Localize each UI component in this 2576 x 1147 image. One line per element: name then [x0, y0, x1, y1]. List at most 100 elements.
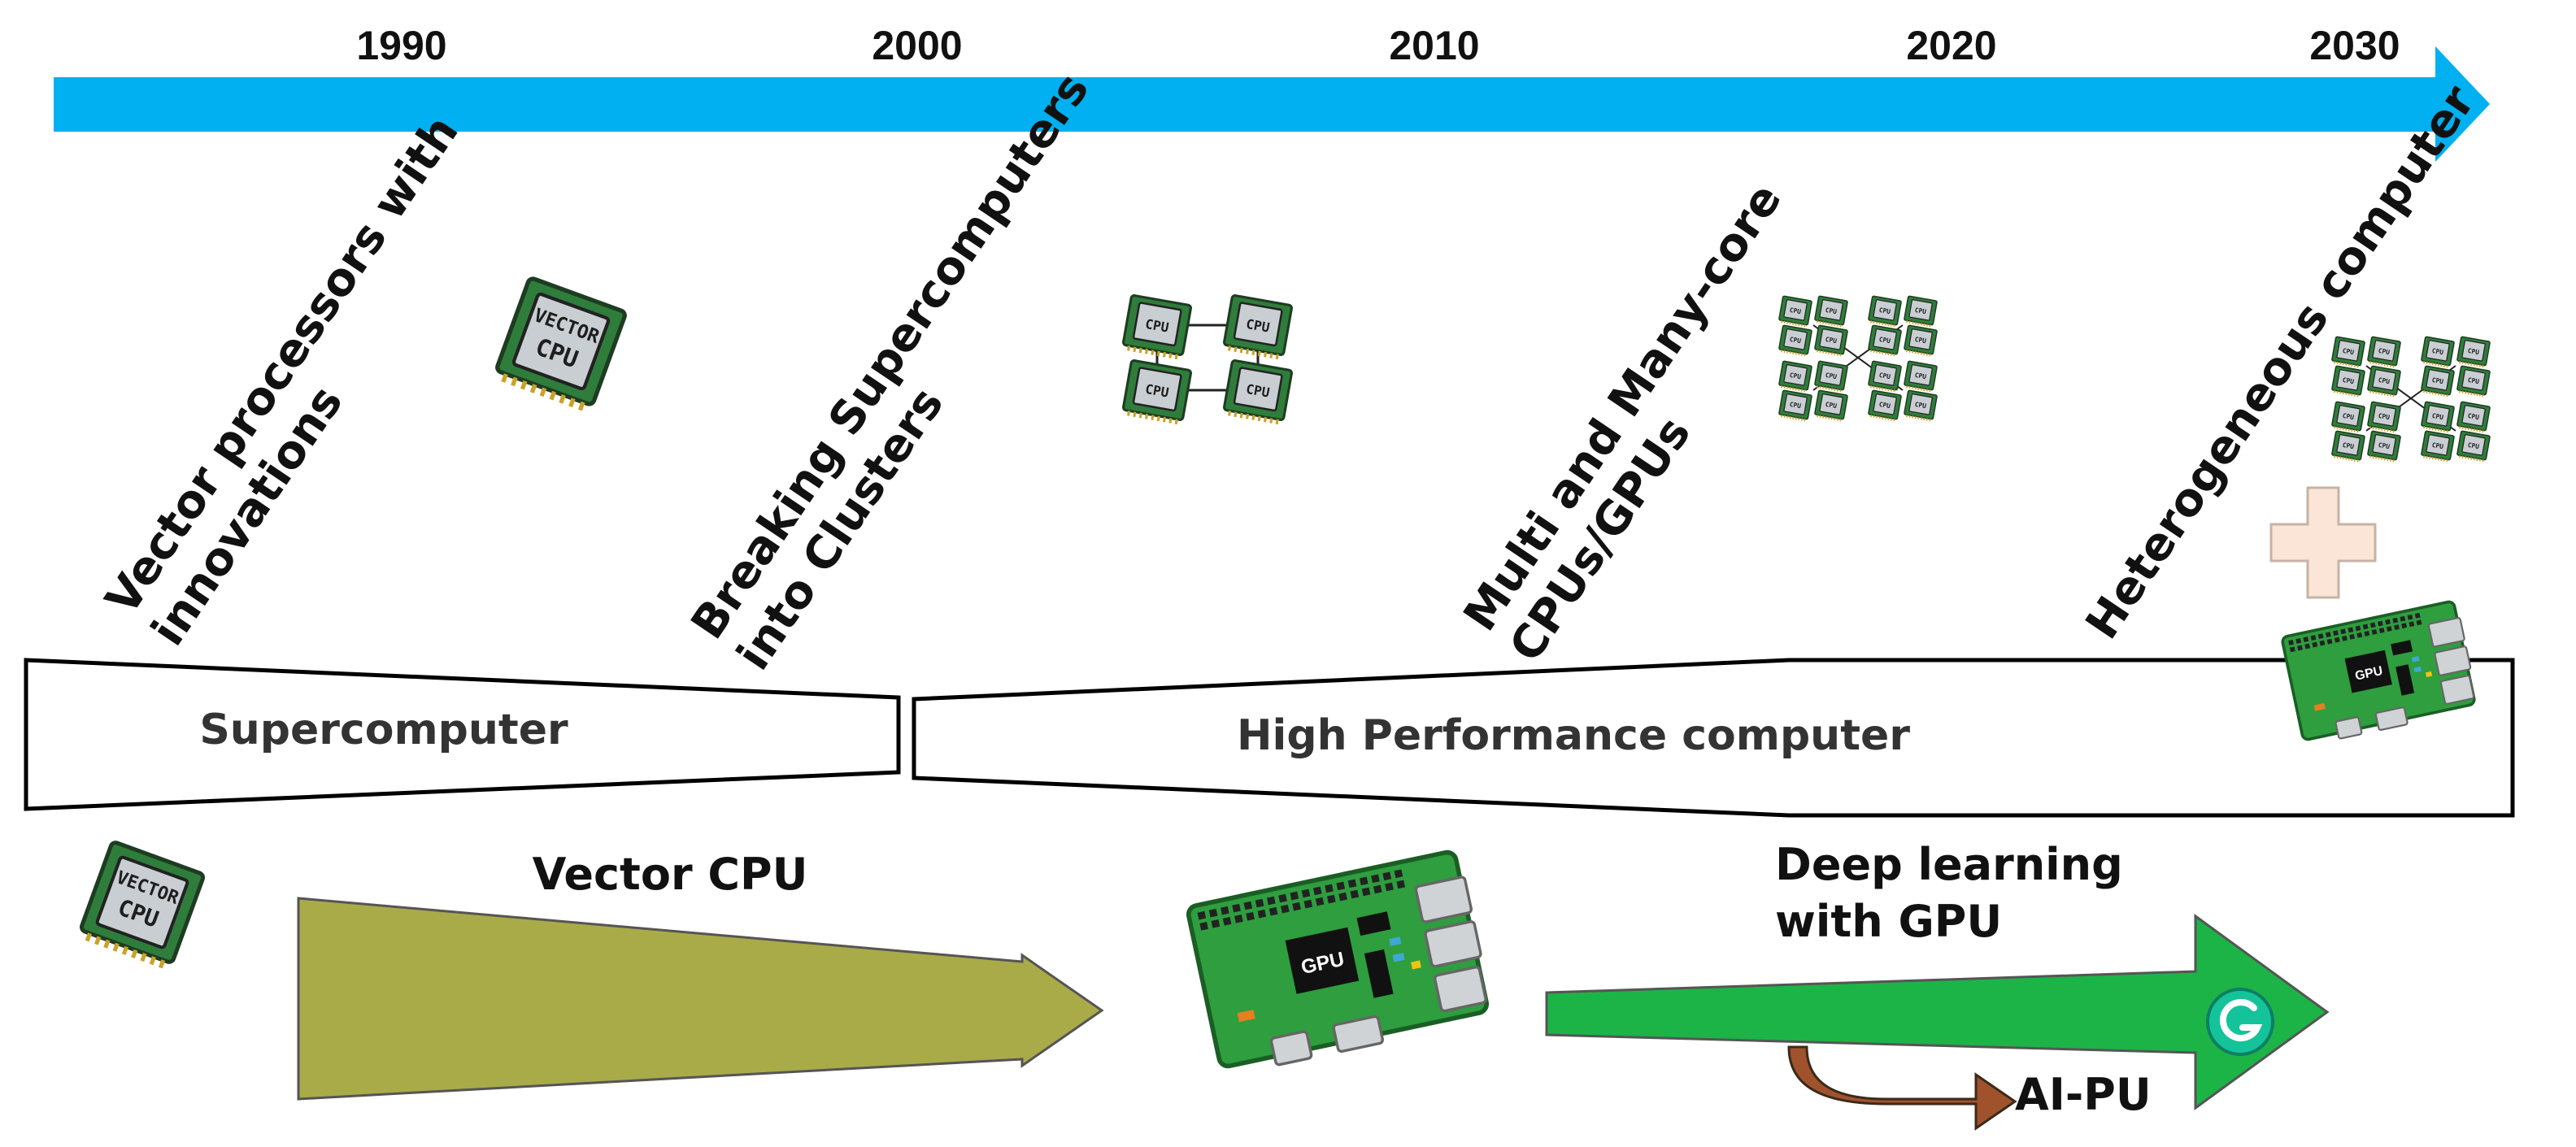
- cpu-chip-icon: CPU: [2421, 430, 2455, 463]
- cpu-chip-icon: CPU: [1904, 324, 1938, 357]
- cpu-chip-icon: CPU: [1904, 295, 1938, 328]
- chip-label: CPU: [1914, 401, 1927, 410]
- chip-label: CPU: [2467, 441, 2480, 450]
- plus-icon: [2269, 486, 2377, 599]
- chip-label: CPU: [2378, 412, 2391, 421]
- cpu-chip-icon: CPU: [1814, 360, 1848, 393]
- cpu-chip-icon: CPU: [1122, 294, 1192, 360]
- cpu-chip-icon: CPU: [2456, 430, 2491, 463]
- vector-cpu-label: Vector CPU: [533, 849, 808, 900]
- chip-label: CPU: [2342, 347, 2355, 356]
- chip-label: CPU: [1789, 306, 1802, 315]
- cpu-chip-icon: CPU: [1778, 360, 1812, 393]
- chip-label: CPU: [1914, 306, 1927, 315]
- chip-label: CPU: [1878, 401, 1891, 410]
- cpu-chip-icon: CPU: [1778, 295, 1812, 328]
- chip-label: CPU: [1144, 381, 1170, 401]
- chip-label: CPU: [2431, 412, 2444, 421]
- supercomputer-label: Supercomputer: [199, 706, 568, 754]
- milestone-label: Vector processors with innovations: [96, 93, 524, 655]
- chip-label: CPU: [1789, 371, 1802, 380]
- cpu-chip-icon: CPU: [1778, 389, 1812, 422]
- chip-label: CPU: [2467, 412, 2480, 421]
- vector-cpu-arrow: [297, 897, 1104, 1101]
- cpu-chip-icon: CPU: [1868, 324, 1902, 357]
- cpu-chip-icon: CPU: [2331, 430, 2365, 463]
- year-label: 2020: [1906, 23, 1996, 68]
- supercomputer-era-shape: [24, 658, 901, 811]
- cpu-chip-icon: CPU: [2456, 336, 2491, 368]
- chip-label: CPU: [2467, 347, 2480, 356]
- deep-learning-label: Deep learning with GPU: [1775, 839, 2139, 947]
- chip-label: CPU: [2342, 376, 2355, 385]
- chip-label: CPU: [2342, 412, 2355, 421]
- cpu-chip-icon: CPU: [2421, 336, 2455, 368]
- cpu-chip-icon: CPU: [2367, 365, 2401, 398]
- cpu-chip-icon: CPU: [1868, 295, 1902, 328]
- chip-label: CPU: [1144, 316, 1170, 336]
- cpu-chip-icon: CPU: [1904, 389, 1938, 422]
- cpu-chip-icon: CPU: [1778, 324, 1812, 357]
- chip-label: CPU: [2378, 441, 2391, 450]
- gpu-label: GPU: [2354, 664, 2384, 684]
- year-label: 1990: [356, 23, 446, 68]
- cpu-chip-icon: CPU: [1223, 294, 1293, 360]
- chip-label: CPU: [1825, 336, 1838, 345]
- ai-pu-arrow: [1787, 1045, 2017, 1131]
- cpu-chip-icon: CPU: [1868, 389, 1902, 422]
- cpu-chip-icon: CPU: [2367, 430, 2401, 463]
- chip-label: CPU: [1825, 371, 1838, 380]
- cpu-chip-icon: CPU: [2331, 336, 2365, 368]
- cpu-chip-icon: CPU: [2367, 336, 2401, 368]
- cpu-chip-icon: CPU: [1814, 295, 1848, 328]
- chip-label: CPU: [1878, 336, 1891, 345]
- cpu-chip-icon: CPU: [1223, 359, 1293, 425]
- cpu-chip-icon: CPU: [2421, 365, 2455, 398]
- chip-label: CPU: [2378, 376, 2391, 385]
- chip-label: CPU: [2378, 347, 2391, 356]
- chip-label: CPU: [1914, 336, 1927, 345]
- hpc-label: High Performance computer: [1237, 711, 1910, 760]
- ai-pu-label: AI-PU: [2015, 1069, 2152, 1120]
- chip-label: CPU: [2342, 441, 2355, 450]
- year-label: 2000: [872, 23, 962, 68]
- cpu-chip-icon: CPU: [2331, 365, 2365, 398]
- hpc-era-shape: [912, 658, 2515, 818]
- year-label: 2010: [1389, 23, 1479, 68]
- chip-label: CPU: [1825, 401, 1838, 410]
- deep-learning-arrow: [1545, 914, 2330, 1110]
- gpu-board-icon: GPU: [2281, 600, 2476, 741]
- chip-label: CPU: [1789, 336, 1802, 345]
- gpu-board-icon: GPU: [1186, 849, 1490, 1069]
- chip-label: CPU: [1245, 316, 1271, 336]
- cpu-chip-icon: CPU: [2331, 401, 2365, 433]
- cpu-chip-icon: CPU: [1122, 359, 1192, 425]
- cpu-chip-icon: CPU: [2421, 401, 2455, 433]
- chip-label: CPU: [1878, 306, 1891, 315]
- year-label: 2030: [2309, 23, 2400, 68]
- cpu-chip-icon: CPU: [1868, 360, 1902, 393]
- grammarly-badge-icon[interactable]: [2206, 988, 2274, 1056]
- chip-label: CPU: [2431, 347, 2444, 356]
- chip-label: CPU: [2467, 376, 2480, 385]
- chip-label: CPU: [1914, 371, 1927, 380]
- cpu-cluster-icon: CPU CPU CPU CPU: [1122, 294, 1293, 425]
- chip-label: CPU: [1789, 401, 1802, 410]
- chip-label: CPU: [1825, 306, 1838, 315]
- milestone-label: Breaking Supercomputers into Clusters: [681, 51, 1155, 680]
- chip-label: CPU: [2431, 376, 2444, 385]
- chip-label: CPU: [1878, 371, 1891, 380]
- cpu-chip-icon: CPU: [2456, 365, 2491, 398]
- many-core-cluster-icon: CPU CPU CPU CPU CPU CPU CPU CPU CPU CPU CPU CPU CPU C…: [1778, 295, 1938, 422]
- chip-label: CPU: [1245, 381, 1271, 401]
- cpu-chip-icon: CPU: [2367, 401, 2401, 433]
- cpu-chip-icon: CPU: [2456, 401, 2491, 433]
- many-core-cluster-icon: CPU CPU CPU CPU CPU CPU CPU CPU CPU CPU CPU CPU CPU C…: [2331, 336, 2491, 463]
- cpu-chip-icon: CPU: [1814, 389, 1848, 422]
- timeline-arrow: [54, 46, 2490, 162]
- cpu-chip-icon: CPU: [1814, 324, 1848, 357]
